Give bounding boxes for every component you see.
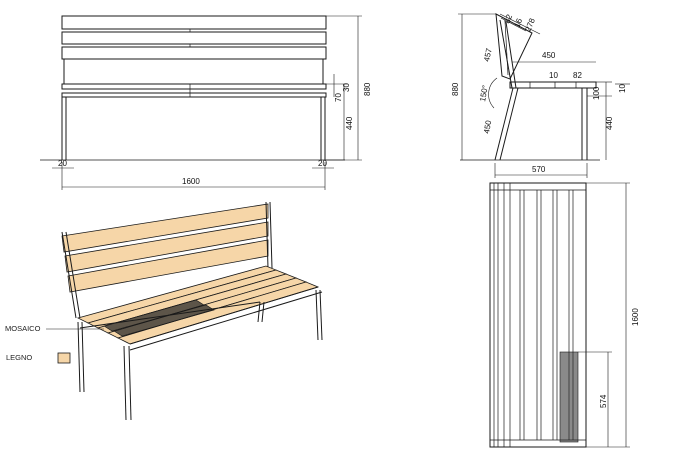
dim-width-1600: 1600 bbox=[182, 177, 200, 186]
perspective-view bbox=[61, 201, 323, 421]
dim-angle-150: 150° bbox=[478, 84, 490, 102]
legend-mosaic-label: MOSAICO bbox=[5, 324, 41, 333]
backrest-slat-3 bbox=[61, 46, 327, 60]
side-seat bbox=[509, 81, 597, 89]
persp-back-slat-2 bbox=[64, 221, 269, 273]
legend: MOSAICO LEGNO bbox=[5, 324, 104, 364]
dim-450-leg: 450 bbox=[482, 119, 493, 134]
dim-880-side: 880 bbox=[451, 82, 460, 96]
dim-rail-30: 30 bbox=[342, 83, 351, 92]
top-view: 1600 574 bbox=[489, 182, 640, 448]
dim-457: 457 bbox=[482, 47, 494, 62]
backrest-slat-1 bbox=[61, 15, 327, 30]
dim-height-880: 880 bbox=[363, 82, 372, 96]
dim-seat-440: 440 bbox=[345, 116, 354, 130]
front-view: 20 20 1600 880 440 70 30 bbox=[40, 15, 372, 190]
dim-82-mid: 82 bbox=[573, 71, 582, 80]
side-view: 570 450 278 16 82 457 150° 450 880 10 82… bbox=[451, 13, 630, 178]
dim-length-1600: 1600 bbox=[631, 308, 640, 326]
dim-100: 100 bbox=[592, 86, 601, 100]
legend-wood-swatch bbox=[57, 352, 71, 364]
dim-10-a: 10 bbox=[549, 71, 558, 80]
dim-back-278: 278 bbox=[524, 16, 538, 32]
seat-front-rail bbox=[61, 83, 327, 90]
dim-mosaic-574: 574 bbox=[599, 394, 608, 408]
dim-16: 16 bbox=[513, 17, 525, 29]
seat-lower-rail bbox=[61, 92, 327, 98]
dim-seat-depth-450: 450 bbox=[542, 51, 556, 60]
persp-mosaic-insert bbox=[103, 299, 205, 332]
backrest-slat-2 bbox=[61, 31, 327, 45]
dim-rail-70: 70 bbox=[334, 93, 343, 102]
dim-440-side: 440 bbox=[605, 116, 614, 130]
persp-back-slat-1 bbox=[61, 203, 269, 253]
legend-wood-label: LEGNO bbox=[6, 353, 32, 362]
top-outline bbox=[489, 182, 587, 448]
dim-depth-570: 570 bbox=[532, 165, 546, 174]
dim-10-b: 10 bbox=[618, 84, 627, 93]
dim-82-top: 82 bbox=[503, 13, 515, 25]
dim-leg-left: 20 bbox=[58, 159, 67, 168]
top-mosaic-area bbox=[559, 351, 579, 443]
dim-leg-right: 20 bbox=[318, 159, 327, 168]
